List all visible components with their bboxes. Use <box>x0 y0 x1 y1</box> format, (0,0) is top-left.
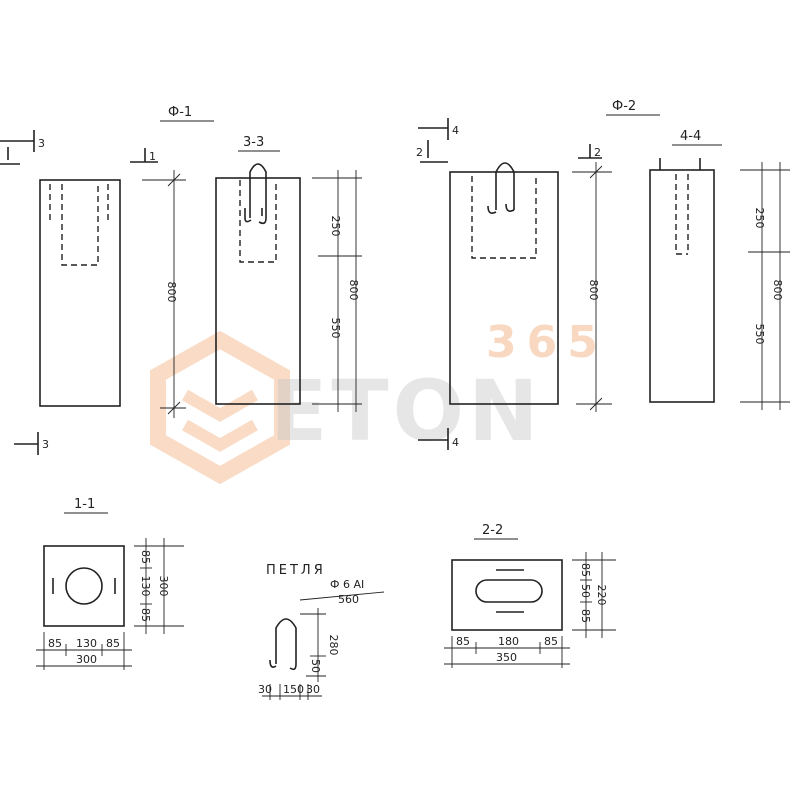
loop-shape <box>275 618 297 671</box>
loop-spec: Ф 6 АI <box>330 578 364 591</box>
s22-slot <box>475 579 543 603</box>
watermark-word: ETON <box>270 362 542 460</box>
view-section-3-3: 3-3 250 550 800 <box>215 135 362 412</box>
f2-dim-height: 800 <box>587 280 600 301</box>
s22-title: 2-2 <box>482 523 503 538</box>
s22-block <box>451 559 563 631</box>
loop-dim-height: 280 <box>327 635 340 656</box>
f1-block <box>39 179 121 407</box>
s44-title: 4-4 <box>680 129 701 144</box>
s11-dim-h-mid: 130 <box>76 637 97 650</box>
s33-title: 3-3 <box>243 135 264 150</box>
watermark-logo <box>150 330 290 485</box>
f2-mark-4-bottom: 4 <box>452 436 459 449</box>
view-section-1-1: 1-1 85 130 85 300 85 130 85 300 <box>36 497 184 670</box>
watermark: 365 ETON <box>150 317 608 485</box>
loop-length: 560 <box>338 593 359 606</box>
s11-dim-h-total: 300 <box>76 653 97 666</box>
loop-dim-b1: 30 <box>258 683 272 696</box>
view-loop: ПЕТЛЯ Ф 6 АI 560 280 50 30 150 30 <box>258 563 385 700</box>
f1-title: Ф-1 <box>168 105 192 120</box>
s22-dim-v-total: 220 <box>595 585 608 606</box>
f2-mark-2-right: 2 <box>594 146 601 159</box>
s33-loop <box>249 163 267 225</box>
view-section-4-4: 4-4 250 550 800 <box>649 129 790 410</box>
s22-dim-v-bot: 85 <box>579 609 592 623</box>
s22-dim-h-mid: 180 <box>498 635 519 648</box>
watermark-number: 365 <box>486 317 608 368</box>
loop-title: ПЕТЛЯ <box>266 563 326 578</box>
s11-dim-v-mid: 130 <box>139 576 152 597</box>
loop-dim-b3: 30 <box>306 683 320 696</box>
s11-block <box>43 545 125 627</box>
s44-block <box>649 169 715 403</box>
s22-dim-v-mid: 50 <box>579 584 592 598</box>
f2-title: Ф-2 <box>612 99 636 114</box>
loop-dim-hook: 50 <box>309 659 322 673</box>
s22-dim-h-total: 350 <box>496 651 517 664</box>
view-f1: Ф-1 3 3 1 800 <box>0 105 214 455</box>
s11-dim-v-top: 85 <box>139 550 152 564</box>
s11-title: 1-1 <box>74 497 95 512</box>
f2-loop <box>495 162 515 210</box>
s11-hole <box>65 567 103 605</box>
s33-dim-upper: 250 <box>329 216 342 237</box>
s33-dim-total: 800 <box>347 280 360 301</box>
s11-dim-v-total: 300 <box>157 576 170 597</box>
s11-dim-h-right: 85 <box>106 637 120 650</box>
f2-mark-2-left: 2 <box>416 146 423 159</box>
f1-mark-3-bottom: 3 <box>42 438 49 451</box>
s44-dim-lower: 550 <box>753 324 766 345</box>
f2-block <box>449 171 559 405</box>
f1-dim-height: 800 <box>165 282 178 303</box>
s11-dim-v-bot: 85 <box>139 608 152 622</box>
s22-dim-v-top: 85 <box>579 563 592 577</box>
view-section-2-2: 2-2 85 50 85 220 85 180 85 350 <box>444 523 616 668</box>
loop-dim-b2: 150 <box>283 683 304 696</box>
f1-mark-1: 1 <box>149 150 156 163</box>
s22-dim-h-left: 85 <box>456 635 470 648</box>
s22-dim-h-right: 85 <box>544 635 558 648</box>
view-f2: Ф-2 4 4 2 2 800 <box>416 99 660 450</box>
s44-dim-total: 800 <box>771 280 784 301</box>
s33-dim-lower: 550 <box>329 318 342 339</box>
s33-block <box>215 177 301 405</box>
f2-mark-4-top: 4 <box>452 124 459 137</box>
s44-dim-upper: 250 <box>753 208 766 229</box>
f1-mark-3-top: 3 <box>38 137 45 150</box>
s11-dim-h-left: 85 <box>48 637 62 650</box>
